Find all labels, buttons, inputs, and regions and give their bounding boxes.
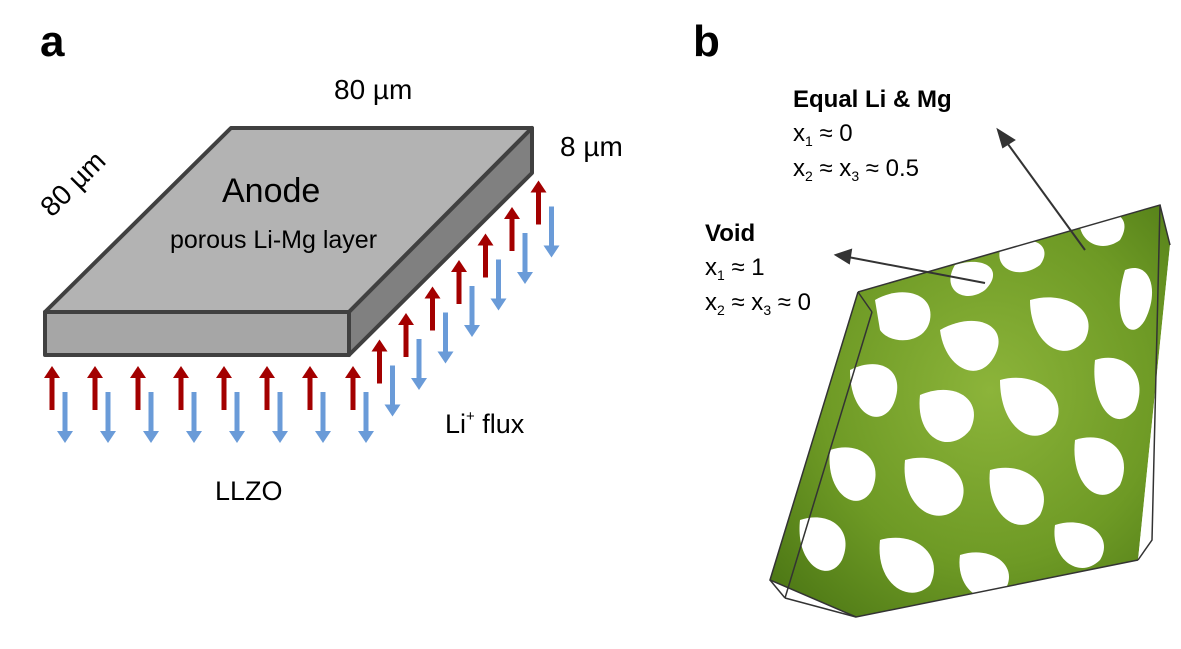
flux-up-arrow xyxy=(371,339,388,384)
flux-down-arrow xyxy=(272,392,288,443)
flux-up-arrow xyxy=(130,366,146,410)
flux-up-arrow xyxy=(451,260,467,304)
flux-down-arrow xyxy=(358,392,374,443)
flux-up-arrow xyxy=(424,286,441,331)
flux-up-arrow xyxy=(504,207,520,251)
flux-up-arrow xyxy=(259,366,275,410)
anode-subtitle: porous Li-Mg layer xyxy=(170,226,378,254)
flux-down-arrow xyxy=(543,206,560,258)
flux-down-arrow xyxy=(411,339,427,390)
flux-down-arrow xyxy=(464,286,480,337)
anode-side-face xyxy=(347,126,534,357)
pointer-arrows xyxy=(833,127,1086,284)
li-flux-arrows xyxy=(44,180,560,443)
llzo-label: LLZO xyxy=(215,476,283,506)
phase-void-title: Void xyxy=(705,220,756,247)
phase-mixed-eq1: x1 ≈ 0 xyxy=(793,120,853,149)
flux-label: Li+ flux xyxy=(445,408,525,439)
flux-up-arrow xyxy=(173,366,189,410)
phase-void-eq1: x1 ≈ 1 xyxy=(705,254,765,283)
flux-down-arrow xyxy=(186,392,202,443)
dimension-thickness-label: 8 µm xyxy=(560,131,623,162)
flux-up-arrow xyxy=(87,366,103,410)
flux-down-arrow xyxy=(490,259,507,311)
phase-mixed-eq2: x2 ≈ x3 ≈ 0.5 xyxy=(793,155,919,184)
phase-mixed-title: Equal Li & Mg xyxy=(793,86,952,113)
flux-down-arrow xyxy=(437,312,454,364)
panel-a-letter: a xyxy=(40,17,65,66)
flux-up-arrow xyxy=(44,366,60,410)
flux-up-arrow xyxy=(216,366,232,410)
flux-up-arrow xyxy=(530,180,547,225)
flux-down-arrow xyxy=(517,233,533,284)
flux-down-arrow xyxy=(384,365,401,417)
flux-up-arrow xyxy=(477,233,494,278)
anode-title: Anode xyxy=(222,172,321,210)
flux-down-arrow xyxy=(100,392,116,443)
domain-box xyxy=(769,204,1171,618)
flux-up-arrow xyxy=(345,366,361,410)
dimension-top-label: 80 µm xyxy=(334,74,413,105)
phase-void-eq2: x2 ≈ x3 ≈ 0 xyxy=(705,289,811,318)
flux-down-arrow xyxy=(315,392,331,443)
flux-down-arrow xyxy=(57,392,73,443)
flux-up-arrow xyxy=(398,313,414,357)
flux-down-arrow xyxy=(143,392,159,443)
flux-down-arrow xyxy=(229,392,245,443)
voids xyxy=(799,211,1153,598)
panel-b-letter: b xyxy=(693,17,720,66)
flux-up-arrow xyxy=(302,366,318,410)
